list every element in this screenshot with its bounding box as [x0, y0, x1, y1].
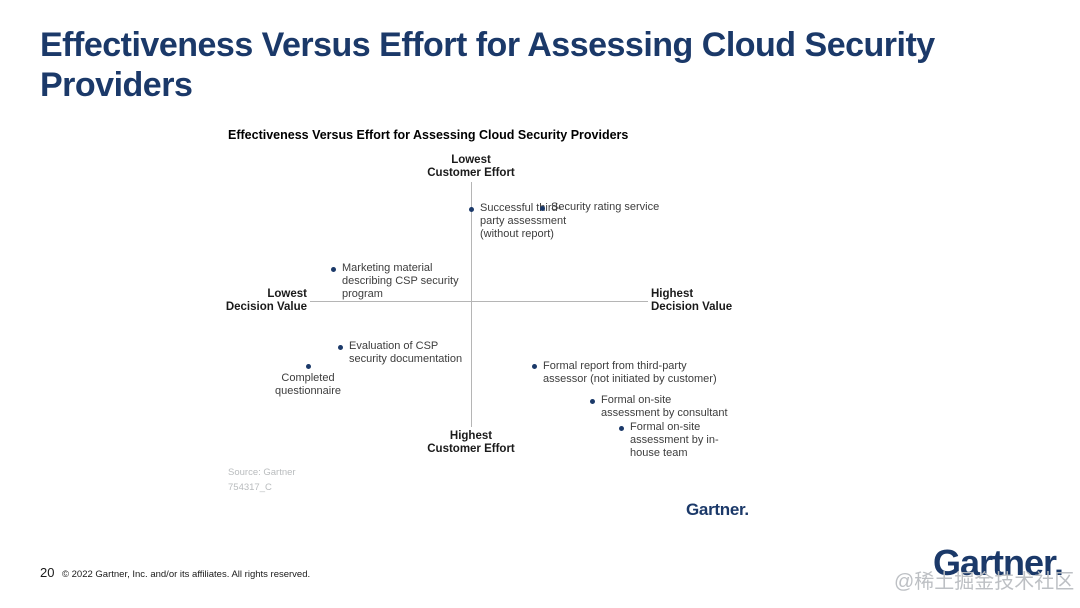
data-point-dot	[589, 398, 595, 404]
data-point-label: Formal on-site assessment by consultant	[601, 394, 728, 419]
chart-title: Effectiveness Versus Effort for Assessin…	[228, 128, 629, 142]
data-point-label: Successful third-party assessment (witho…	[480, 202, 567, 240]
vertical-axis-line	[471, 182, 472, 427]
page-title: Effectiveness Versus Effort for Assessin…	[40, 26, 935, 104]
data-point-dot	[539, 205, 545, 211]
horizontal-axis-line	[310, 301, 648, 302]
axis-label-highest-decision-value: Highest Decision Value	[651, 288, 733, 313]
gartner-logo-large: Gartner.	[933, 542, 1064, 583]
axis-label-highest-customer-effort: Highest Customer Effort	[427, 430, 515, 455]
copyright: © 2022 Gartner, Inc. and/or its affiliat…	[62, 569, 311, 580]
watermark: @稀土掘金技术社区	[894, 571, 1075, 593]
data-point-dot	[618, 425, 624, 431]
data-point-label: Marketing material describing CSP securi…	[342, 262, 459, 300]
data-point-dot	[468, 206, 474, 212]
page-number: 20	[40, 565, 55, 580]
data-point-dot	[337, 344, 343, 350]
data-point-label: Completed questionnaire	[274, 372, 342, 397]
axis-label-lowest-decision-value: Lowest Decision Value	[225, 288, 307, 313]
data-point-dot	[531, 363, 537, 369]
data-point-dot	[305, 363, 311, 369]
source-note: Source: Gartner	[228, 467, 296, 478]
data-point-label: Formal on-site assessment by in-house te…	[630, 421, 719, 459]
data-point-label: Security rating service	[551, 201, 660, 213]
data-point-label: Formal report from third-party assessor …	[543, 360, 717, 385]
data-point-label: Evaluation of CSP security documentation	[349, 340, 463, 365]
data-point-dot	[330, 266, 336, 272]
gartner-logo-small: Gartner.	[686, 500, 749, 519]
figure-id: 754317_C	[228, 482, 272, 493]
axis-label-lowest-customer-effort: Lowest Customer Effort	[427, 154, 515, 179]
